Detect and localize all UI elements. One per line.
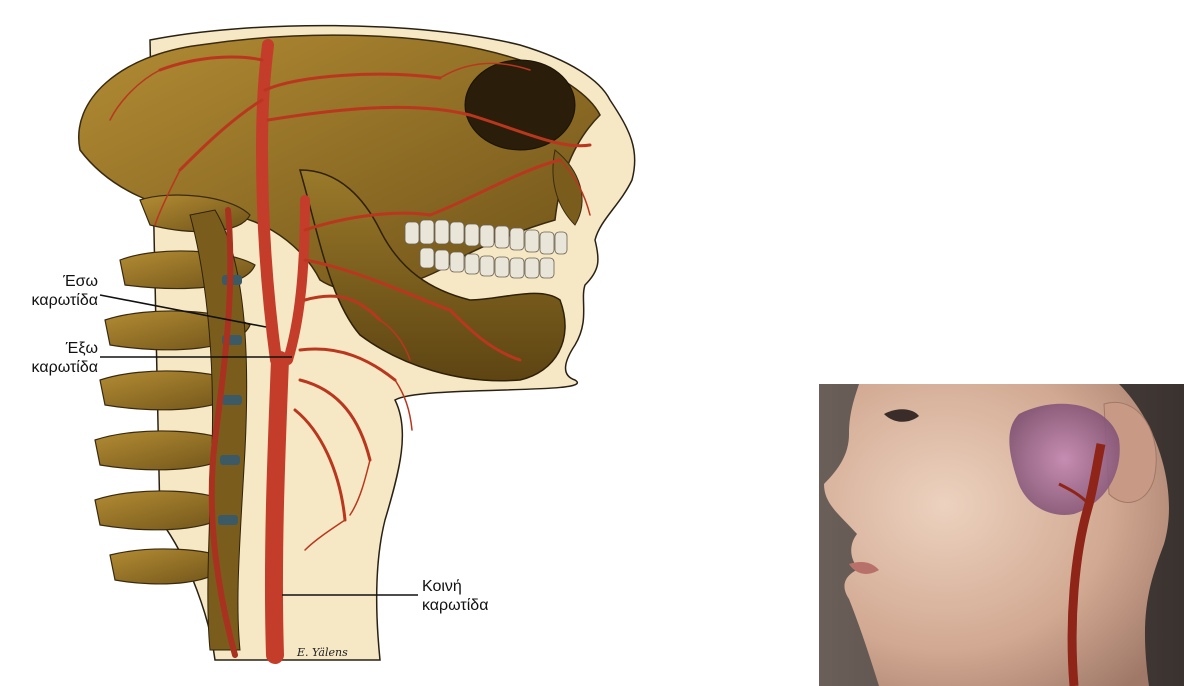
orbit	[465, 60, 575, 150]
label-external-carotid-line2: καρωτίδα	[10, 358, 98, 377]
label-internal-carotid-line2: καρωτίδα	[10, 291, 98, 310]
label-external-carotid-line1: Έξω	[10, 339, 98, 358]
common-carotid-artery	[274, 360, 280, 655]
head-profile-render	[819, 384, 1184, 686]
artist-signature: E. Yälens	[297, 646, 348, 659]
label-internal-carotid: Έσω καρωτίδα	[10, 272, 98, 310]
carotid-anatomy-illustration	[0, 0, 820, 686]
label-common-carotid-line2: καρωτίδα	[422, 596, 488, 615]
label-common-carotid: Κοινή καρωτίδα	[422, 577, 488, 615]
label-external-carotid: Έξω καρωτίδα	[10, 339, 98, 377]
label-common-carotid-line1: Κοινή	[422, 577, 488, 596]
label-internal-carotid-line1: Έσω	[10, 272, 98, 291]
